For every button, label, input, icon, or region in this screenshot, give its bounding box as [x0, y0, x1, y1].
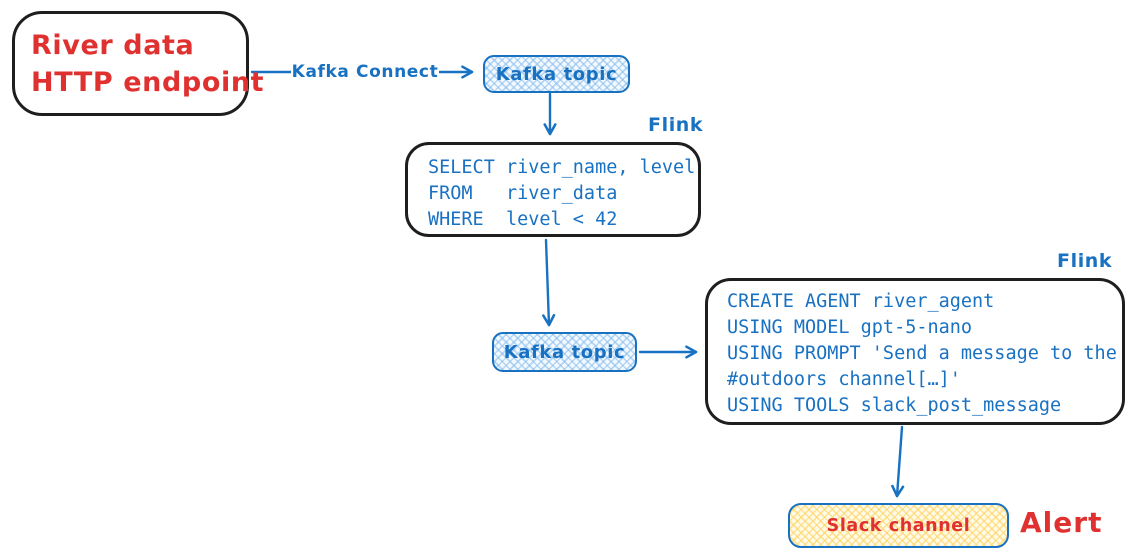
node-kafka-topic-2: Kafka topic	[492, 332, 637, 372]
slack-channel-label: Slack channel	[826, 515, 971, 536]
tag-flink-sql: Flink	[648, 114, 704, 136]
river-endpoint-line2: HTTP endpoint	[31, 67, 265, 98]
edge-label-kafka-connect: Kafka Connect	[291, 60, 439, 84]
agent-code-line: #outdoors channel[…]'	[727, 369, 961, 390]
agent-code-line: CREATE AGENT river_agent	[727, 291, 995, 312]
sql-code-line: WHERE level < 42	[428, 209, 618, 230]
edge-agent-to-slack	[891, 425, 905, 498]
kafka-topic-1-label: Kafka topic	[495, 63, 618, 85]
sql-code-line: FROM river_data	[428, 183, 618, 204]
node-river-endpoint: River data HTTP endpoint	[12, 11, 265, 116]
node-slack-channel: Slack channel	[788, 503, 1009, 548]
node-kafka-topic-1: Kafka topic	[483, 55, 630, 93]
river-endpoint-line1: River data	[31, 30, 195, 61]
kafka-topic-2-label: Kafka topic	[503, 341, 626, 363]
agent-code-line: USING TOOLS slack_post_message	[727, 395, 1062, 416]
node-flink-sql: SELECT river_name, level FROM river_data…	[405, 142, 701, 237]
edge-sql-to-topic2	[542, 238, 556, 327]
label-alert: Alert	[1020, 506, 1103, 539]
agent-code-line: USING PROMPT 'Send a message to the	[727, 343, 1117, 364]
sql-code-line: SELECT river_name, level	[428, 157, 696, 178]
node-flink-agent: CREATE AGENT river_agent USING MODEL gpt…	[705, 278, 1125, 425]
agent-code-line: USING MODEL gpt-5-nano	[727, 317, 973, 338]
tag-flink-agent: Flink	[1057, 250, 1113, 272]
